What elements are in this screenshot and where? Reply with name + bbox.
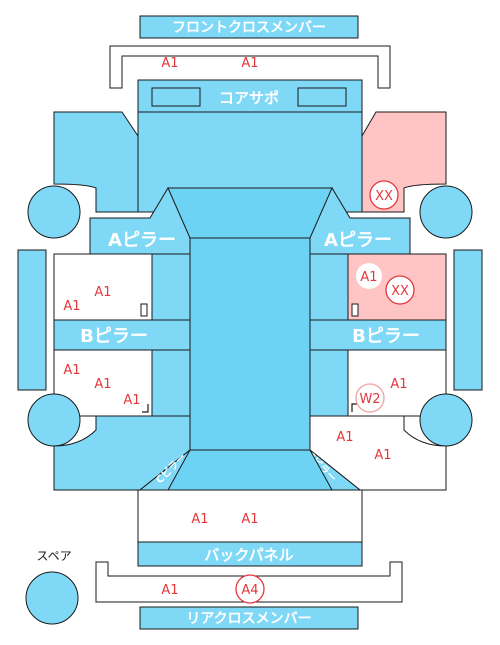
code-left-front-door-2: A1	[63, 299, 80, 314]
back-panel-label: バックパネル	[204, 546, 293, 564]
code-rear-cross-1: A1	[161, 583, 178, 598]
front-cross-member-bar[interactable]	[109, 45, 391, 89]
rear-cross-member-label: リアクロスメンバー	[186, 611, 311, 627]
front-cross-member-panel[interactable]	[139, 15, 359, 39]
rear-glass-panel[interactable]	[167, 449, 333, 491]
b-pillar-left-label: Bピラー	[80, 326, 148, 347]
a-pillar-left-label: Aピラー	[108, 230, 176, 251]
code-left-rear-door-1: A1	[63, 363, 80, 378]
left-front-door-pillar	[151, 253, 191, 321]
front-cross-member-label: フロントクロスメンバー	[172, 20, 326, 36]
right-quarter-panel[interactable]	[309, 415, 447, 491]
a-pillar-right-label: Aピラー	[324, 230, 392, 251]
code-right-front-door-1: A1	[360, 270, 377, 285]
trunk-panel[interactable]	[137, 489, 363, 543]
code-left-rear-door-2: A1	[94, 377, 111, 392]
code-right-rear-door-1: W2	[359, 392, 380, 407]
right-side-sill[interactable]	[453, 249, 483, 391]
left-front-door-handle	[140, 303, 148, 317]
back-panel[interactable]	[137, 541, 363, 567]
headlight-left	[151, 87, 201, 107]
right-rear-door-handle	[351, 403, 358, 412]
marker-right-rear-door-1	[355, 383, 385, 413]
left-fender-panel[interactable]	[53, 111, 139, 213]
headlight-right	[297, 87, 347, 107]
code-right-fender: XX	[375, 189, 393, 204]
code-right-front-door-2: XX	[391, 284, 409, 299]
b-pillar-right-label: Bピラー	[352, 326, 420, 347]
spare-label: スペア	[36, 549, 71, 563]
rear-right-tire[interactable]	[419, 393, 473, 447]
core-support-label: コアサポ	[219, 89, 279, 107]
code-trunk-1: A1	[191, 512, 208, 527]
rear-left-tire[interactable]	[27, 393, 81, 447]
marker-right-fender	[369, 180, 399, 210]
code-left-front-door-1: A1	[94, 285, 111, 300]
right-front-door-pillar	[309, 253, 349, 321]
marker-rear-cross-2	[235, 574, 265, 604]
rear-cross-member-panel[interactable]	[139, 606, 359, 630]
left-rear-door-handle	[142, 404, 149, 413]
left-rear-door-pillar	[151, 349, 191, 417]
code-trunk-2: A1	[241, 512, 258, 527]
roof-panel[interactable]	[189, 237, 311, 451]
front-left-tire[interactable]	[27, 185, 81, 239]
spare-tire[interactable]	[25, 571, 79, 625]
code-front-cross-2: A1	[241, 56, 258, 71]
marker-right-front-door-1	[356, 263, 382, 289]
left-front-door-panel[interactable]	[53, 253, 153, 321]
code-front-cross-1: A1	[161, 56, 178, 71]
right-rear-door-pillar	[309, 349, 349, 417]
b-pillar-left-panel[interactable]	[53, 319, 191, 351]
code-right-quarter-1: A1	[336, 430, 353, 445]
code-left-rear-door-3: A1	[123, 393, 140, 408]
code-right-rear-door-2: A1	[390, 377, 407, 392]
code-right-quarter-2: A1	[374, 448, 391, 463]
marker-right-front-door-2	[385, 275, 415, 305]
left-side-sill[interactable]	[17, 249, 47, 391]
front-right-tire[interactable]	[419, 185, 473, 239]
right-front-door-handle	[351, 303, 359, 317]
code-rear-cross-2: A4	[241, 583, 258, 598]
